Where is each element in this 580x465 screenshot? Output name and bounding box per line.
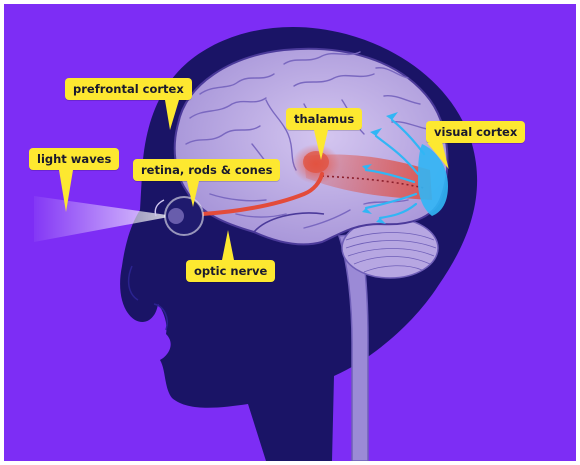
optic-nerve-label: optic nerve — [186, 260, 275, 282]
visual-pathway-diagram — [4, 4, 576, 461]
diagram-frame: prefrontal cortex thalamus visual cortex… — [4, 4, 576, 461]
thalamus-label: thalamus — [286, 108, 362, 130]
retina-rods-cones-label: retina, rods & cones — [133, 159, 280, 181]
light-waves-label: light waves — [29, 148, 119, 170]
visual-cortex-label: visual cortex — [426, 121, 525, 143]
prefrontal-cortex-label: prefrontal cortex — [65, 78, 192, 100]
